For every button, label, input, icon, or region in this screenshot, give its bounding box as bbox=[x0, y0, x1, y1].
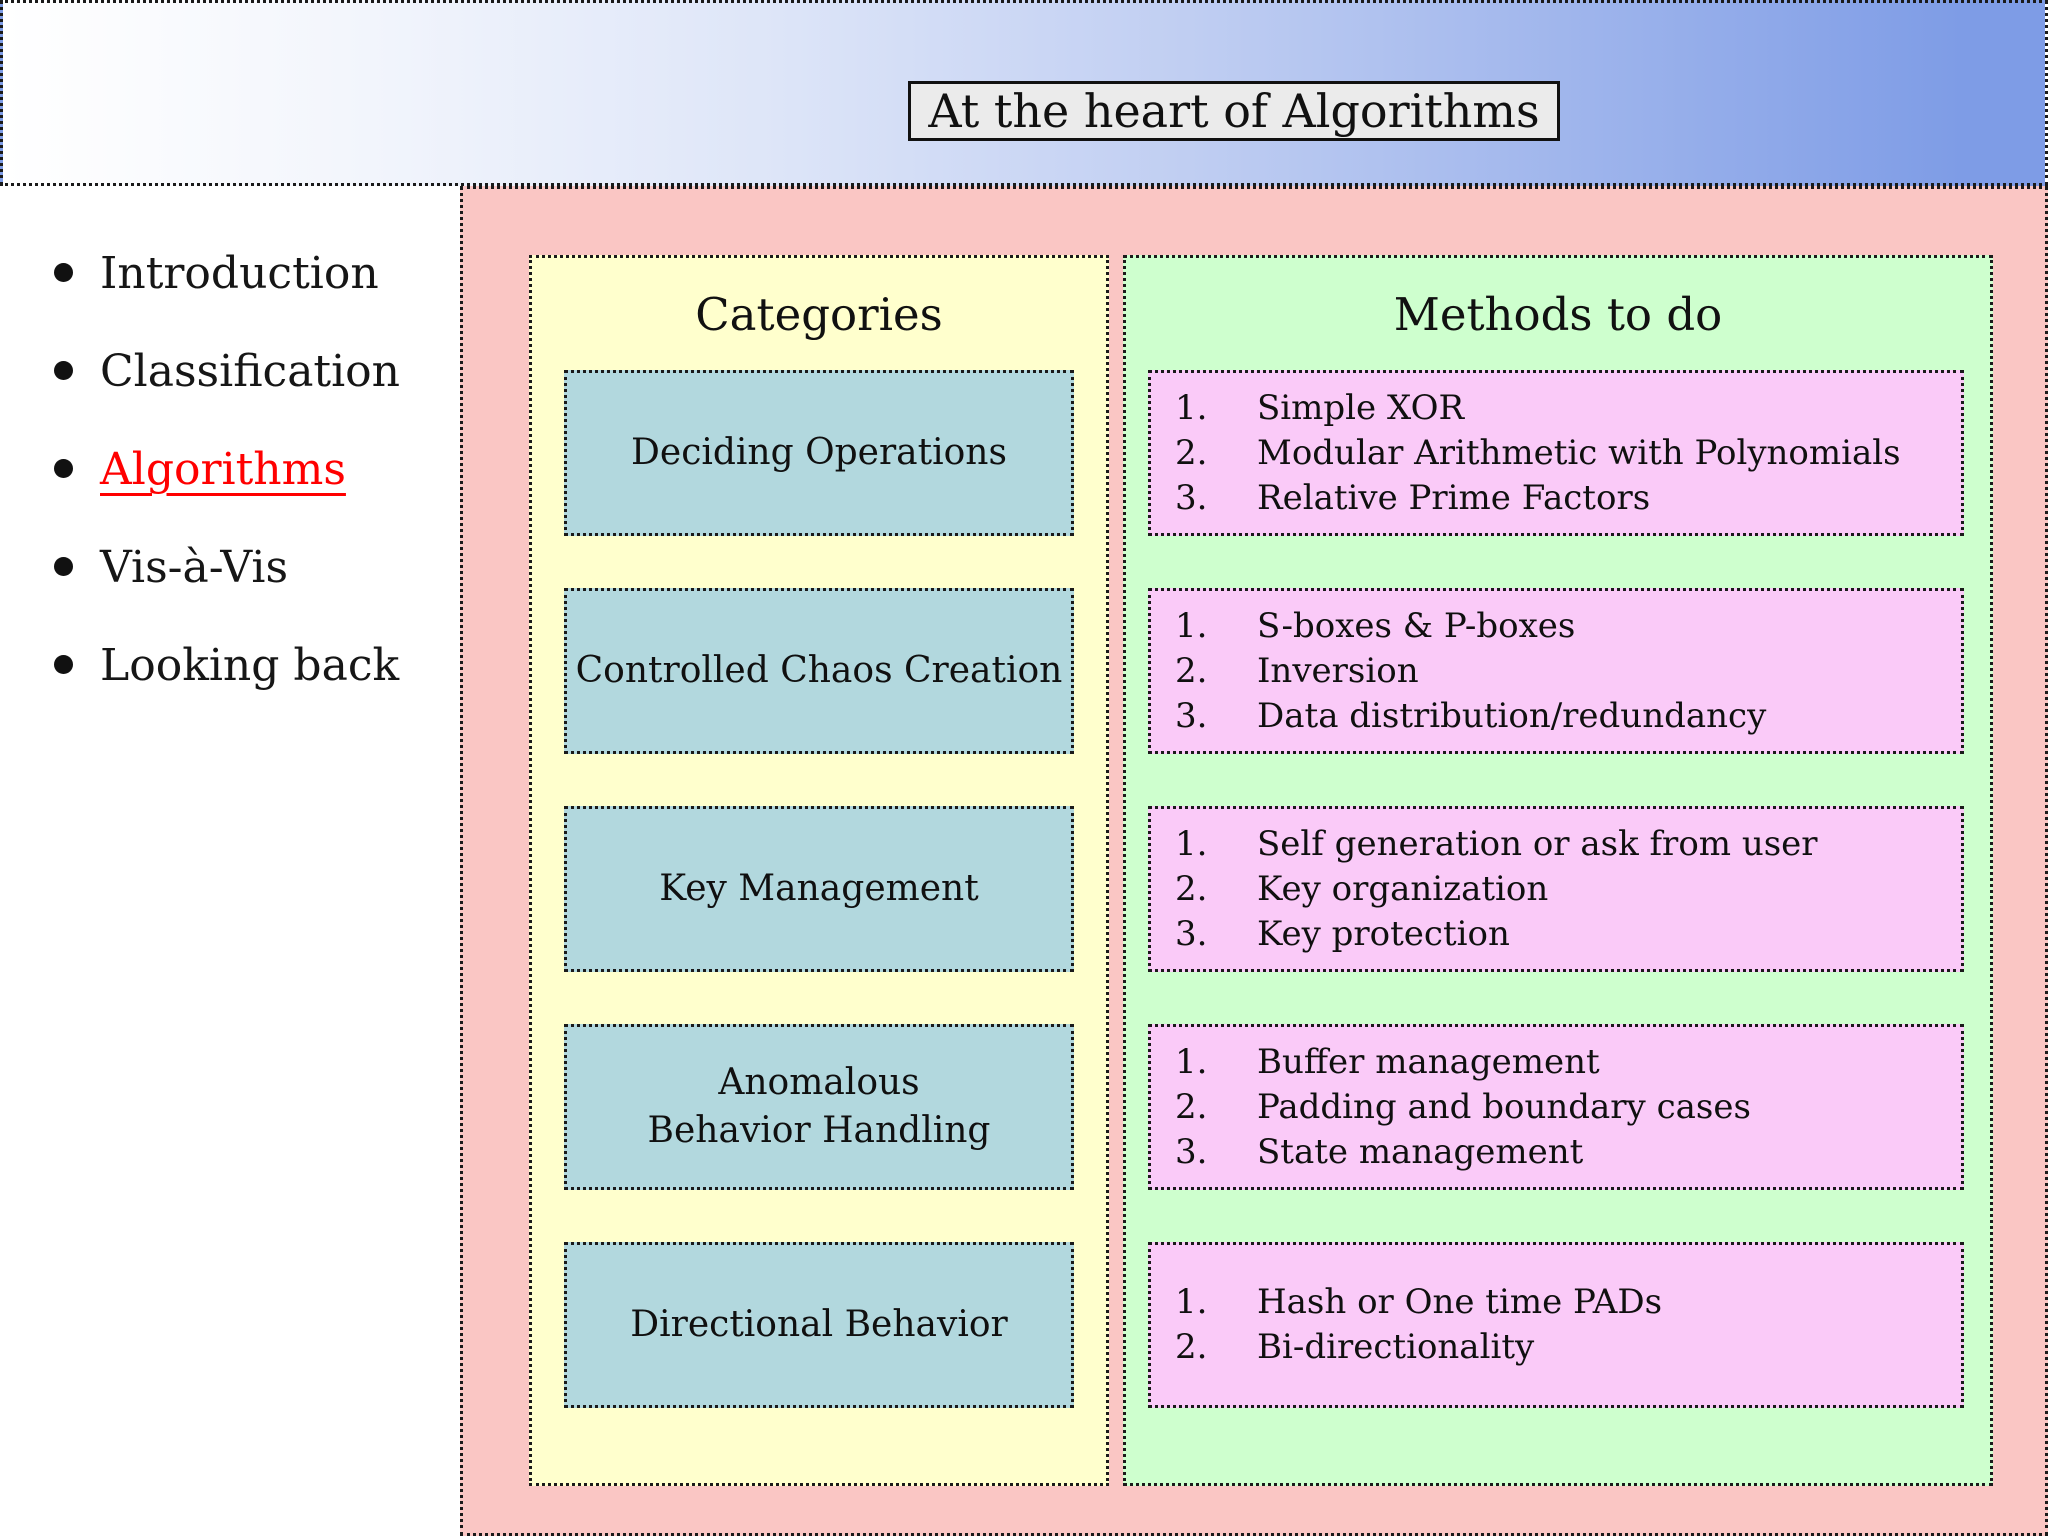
category-box-directional-behavior: Directional Behavior bbox=[564, 1242, 1074, 1408]
category-label: Deciding Operations bbox=[631, 432, 1007, 473]
sidebar-item-label[interactable]: Introduction bbox=[100, 248, 379, 299]
sidebar-item-vis-vis[interactable]: Vis-à-Vis bbox=[54, 542, 460, 593]
method-item: 3. State management bbox=[1175, 1130, 1951, 1175]
methods-box-controlled-chaos-creation: 1. S-boxes & P-boxes 2. Inversion 3. Data dis… bbox=[1148, 588, 1964, 754]
bullet-icon bbox=[54, 263, 73, 282]
method-number: 1. bbox=[1175, 823, 1208, 864]
sidebar-item-algorithms[interactable]: Algorithms bbox=[54, 444, 460, 495]
method-label: State management bbox=[1257, 1131, 1584, 1172]
method-item: 2. Bi-directionality bbox=[1175, 1325, 1951, 1370]
header: At the heart of Algorithms bbox=[0, 0, 2048, 186]
category-label: Key Management bbox=[659, 868, 979, 909]
method-number: 1. bbox=[1175, 1041, 1208, 1082]
methods-box-deciding-operations: 1. Simple XOR 2. Modular Arithmetic with Po… bbox=[1148, 370, 1964, 536]
methods-list: 1. Simple XOR 2. Modular Arithmetic with Po… bbox=[1151, 386, 1961, 521]
method-label: Key protection bbox=[1257, 913, 1510, 954]
method-label: Modular Arithmetic with Polynomials bbox=[1257, 432, 1901, 473]
methods-list: 1. Self generation or ask from user 2. Key … bbox=[1151, 822, 1961, 957]
bullet-icon bbox=[54, 361, 73, 380]
sidebar-item-classification[interactable]: Classification bbox=[54, 346, 460, 397]
bullet-icon bbox=[54, 459, 73, 478]
method-label: Relative Prime Factors bbox=[1257, 477, 1651, 518]
method-number: 3. bbox=[1175, 1131, 1208, 1172]
sidebar-item-introduction[interactable]: Introduction bbox=[54, 248, 460, 299]
method-item: 1. Hash or One time PADs bbox=[1175, 1280, 1951, 1325]
sidebar-item-label[interactable]: Classification bbox=[100, 346, 401, 397]
category-label: Directional Behavior bbox=[630, 1304, 1008, 1345]
method-label: Simple XOR bbox=[1257, 387, 1465, 428]
method-item: 1. Simple XOR bbox=[1175, 386, 1951, 431]
method-label: Self generation or ask from user bbox=[1257, 823, 1818, 864]
method-number: 2. bbox=[1175, 650, 1208, 691]
method-label: Key organization bbox=[1257, 868, 1549, 909]
method-label: Buffer management bbox=[1257, 1041, 1600, 1082]
page-title: At the heart of Algorithms bbox=[928, 84, 1540, 138]
sidebar-item-looking-back[interactable]: Looking back bbox=[54, 640, 460, 691]
sidebar-item-label[interactable]: Vis-à-Vis bbox=[100, 542, 289, 593]
method-number: 1. bbox=[1175, 605, 1208, 646]
method-item: 1. S-boxes & P-boxes bbox=[1175, 604, 1951, 649]
sidebar-item-label[interactable]: Looking back bbox=[100, 640, 400, 691]
methods-column-header: Methods to do bbox=[1393, 287, 1723, 341]
category-box-key-management: Key Management bbox=[564, 806, 1074, 972]
method-number: 3. bbox=[1175, 695, 1208, 736]
category-label: Controlled Chaos Creation bbox=[575, 650, 1063, 691]
sidebar-item-label[interactable]: Algorithms bbox=[100, 444, 346, 495]
methods-list: 1. Hash or One time PADs 2. Bi-directionali… bbox=[1151, 1280, 1961, 1370]
category-box-deciding-operations: Deciding Operations bbox=[564, 370, 1074, 536]
method-number: 3. bbox=[1175, 913, 1208, 954]
bullet-icon bbox=[54, 655, 73, 674]
method-label: Hash or One time PADs bbox=[1257, 1282, 1663, 1322]
category-box-anomalous-behavior-handling: Anomalous Behavior Handling bbox=[564, 1024, 1074, 1190]
method-item: 2. Padding and boundary cases bbox=[1175, 1085, 1951, 1130]
method-number: 2. bbox=[1175, 432, 1208, 473]
method-number: 2. bbox=[1175, 1327, 1208, 1367]
method-number: 3. bbox=[1175, 477, 1208, 518]
method-number: 2. bbox=[1175, 1086, 1208, 1127]
method-number: 1. bbox=[1175, 387, 1208, 428]
method-label: Padding and boundary cases bbox=[1257, 1086, 1751, 1127]
methods-list: 1. Buffer management 2. Padding and boundar… bbox=[1151, 1040, 1961, 1175]
methods-list: 1. S-boxes & P-boxes 2. Inversion 3. Data dis… bbox=[1151, 604, 1961, 739]
method-item: 3. Data distribution/redundancy bbox=[1175, 694, 1951, 739]
method-label: S-boxes & P-boxes bbox=[1257, 605, 1576, 646]
methods-box-key-management: 1. Self generation or ask from user 2. Key … bbox=[1148, 806, 1964, 972]
methods-box-directional-behavior: 1. Hash or One time PADs 2. Bi-directionali… bbox=[1148, 1242, 1964, 1408]
method-label: Data distribution/redundancy bbox=[1257, 695, 1767, 736]
methods-boxes: 1. Simple XOR 2. Modular Arithmetic with Po… bbox=[1126, 370, 1990, 1408]
method-item: 2. Key organization bbox=[1175, 867, 1951, 912]
method-item: 2. Inversion bbox=[1175, 649, 1951, 694]
categories-column-header: Categories bbox=[695, 287, 943, 341]
category-box-controlled-chaos-creation: Controlled Chaos Creation bbox=[564, 588, 1074, 754]
title-box: At the heart of Algorithms bbox=[908, 81, 1560, 141]
method-item: 1. Buffer management bbox=[1175, 1040, 1951, 1085]
bullet-icon bbox=[54, 557, 73, 576]
method-item: 1. Self generation or ask from user bbox=[1175, 822, 1951, 867]
method-item: 2. Modular Arithmetic with Polynomials bbox=[1175, 431, 1951, 476]
method-number: 1. bbox=[1175, 1282, 1208, 1322]
method-label: Bi-directionality bbox=[1257, 1327, 1535, 1367]
method-item: 3. Key protection bbox=[1175, 912, 1951, 957]
method-number: 2. bbox=[1175, 868, 1208, 909]
methods-box-anomalous-behavior-handling: 1. Buffer management 2. Padding and boundar… bbox=[1148, 1024, 1964, 1190]
methods-column: Methods to do 1. Simple XOR 2. Modular Arit… bbox=[1123, 255, 1993, 1486]
method-label: Inversion bbox=[1257, 650, 1419, 691]
method-item: 3. Relative Prime Factors bbox=[1175, 476, 1951, 521]
category-label: Anomalous Behavior Handling bbox=[647, 1062, 991, 1151]
